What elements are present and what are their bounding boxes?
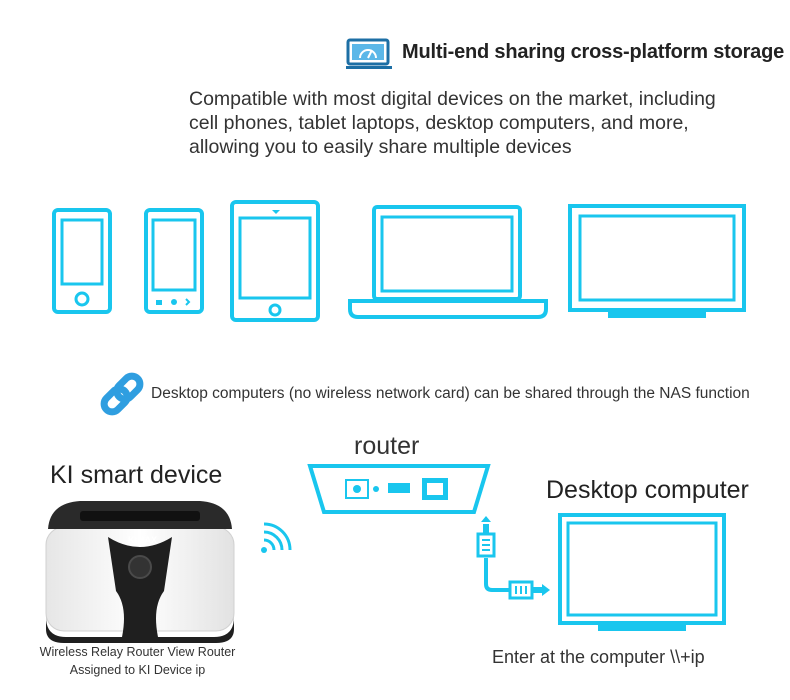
description-line: allowing you to easily share multiple de… <box>189 136 572 158</box>
monitor-gauge-icon <box>346 38 392 69</box>
link-icon <box>100 372 144 416</box>
wifi-signal-icon <box>261 522 292 553</box>
nas-note: Desktop computers (no wireless network c… <box>151 385 750 402</box>
monitor-icon <box>568 204 746 318</box>
phone-icon <box>52 208 112 314</box>
laptop-icon <box>348 205 548 319</box>
desktop-label: Desktop computer <box>546 476 749 504</box>
ki-smart-device-image: KIMAX <box>45 501 235 643</box>
relay-line: Wireless Relay Router View Router <box>39 645 236 659</box>
relay-instructions: Wireless Relay Router View Router Assign… <box>30 643 245 679</box>
desktop-monitor-icon <box>558 513 726 631</box>
feature-description: Compatible with most digital devices on … <box>189 87 789 159</box>
description-line: Compatible with most digital devices on … <box>189 88 716 110</box>
relay-line: Assigned to KI Device ip <box>69 663 206 677</box>
description-line: cell phones, tablet laptops, desktop com… <box>189 112 689 134</box>
device-label: KI smart device <box>50 461 223 489</box>
smartphone-icon <box>144 208 204 314</box>
tablet-icon <box>230 200 320 322</box>
router-icon <box>307 464 491 514</box>
feature-title: Multi-end sharing cross-platform storage <box>402 41 785 63</box>
product-brand: KIMAX <box>128 535 157 545</box>
router-label: router <box>354 432 420 460</box>
enter-instruction: Enter at the computer \\+ip <box>492 647 705 667</box>
ethernet-cable-icon <box>476 516 550 600</box>
